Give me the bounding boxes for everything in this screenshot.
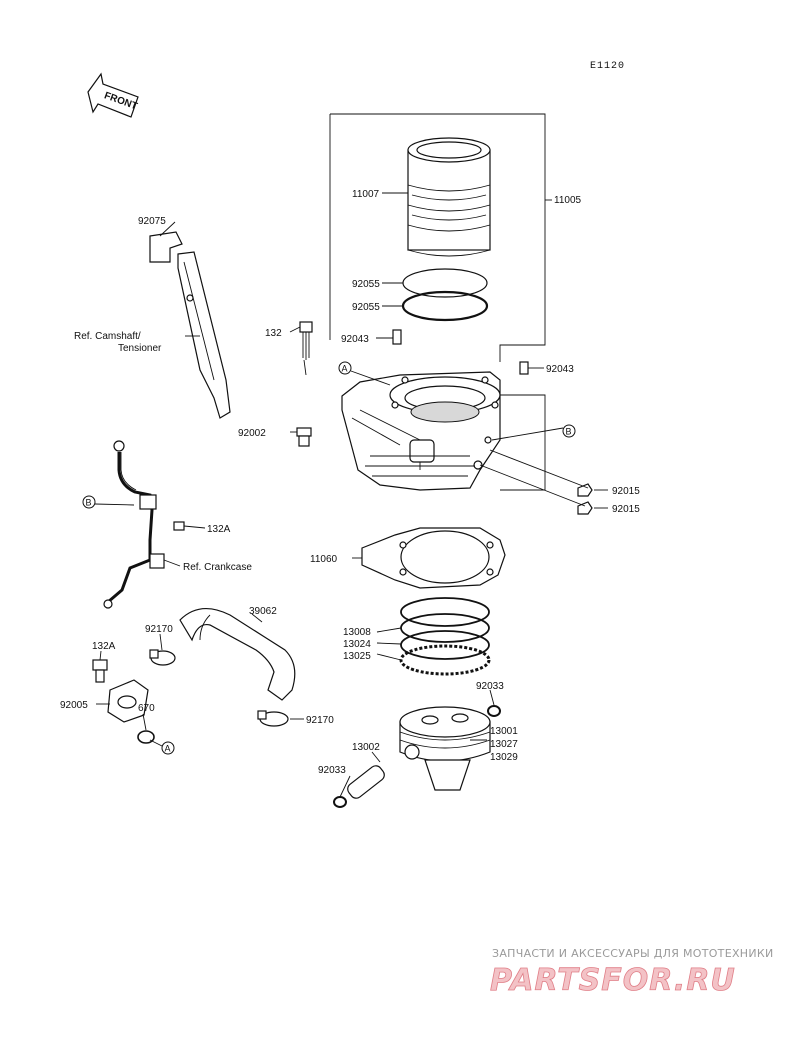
- leader-lines: [96, 192, 608, 798]
- watermark-tagline: ЗАПЧАСТИ И АКСЕССУАРЫ ДЛЯ МОТОТЕХНИКИ: [492, 947, 774, 960]
- dowel-92043-left: [392, 329, 402, 345]
- callout-b-block-label: B: [566, 427, 572, 437]
- dowel-92015-upper: [577, 483, 593, 497]
- cylinder-liner-part: [407, 137, 491, 257]
- o-ring-670-part: [137, 730, 155, 744]
- part-label-92033-lower: 92033: [318, 765, 346, 776]
- part-label-13002: 13002: [352, 742, 380, 753]
- piston-pin-part: [347, 765, 385, 799]
- o-ring-lower: [401, 290, 489, 322]
- watermark-brand: PARTSFOR.RU: [490, 963, 736, 998]
- part-label-13001: 13001: [490, 726, 518, 737]
- part-label-92043-right: 92043: [546, 364, 574, 375]
- front-arrow-icon: FRONT: [87, 72, 139, 118]
- callout-b-pipe-label: B: [86, 498, 92, 508]
- cylinder-block-part: [341, 371, 501, 491]
- bolt-132-part: [299, 321, 313, 360]
- part-label-92005: 92005: [60, 700, 88, 711]
- part-label-13025: 13025: [343, 651, 371, 662]
- hose-clamp-upper: [149, 649, 176, 666]
- callout-a-block-label: A: [342, 364, 348, 374]
- callout-a-oring: A: [149, 739, 175, 755]
- part-label-13027: 13027: [490, 739, 518, 750]
- part-label-92055-upper: 92055: [352, 279, 380, 290]
- part-labels: 11005 11007 92075 92055 92055 132 92043 …: [60, 189, 640, 776]
- part-label-92015-upper: 92015: [612, 486, 640, 497]
- part-label-670: 670: [138, 703, 155, 714]
- part-label-92055-lower: 92055: [352, 302, 380, 313]
- part-label-92170-lower: 92170: [306, 715, 334, 726]
- piston-part: [399, 706, 491, 791]
- bolt-132a-lower-part: [92, 659, 108, 683]
- part-label-11007: 11007: [352, 189, 380, 200]
- part-label-92015-lower: 92015: [612, 504, 640, 515]
- part-label-92075: 92075: [138, 216, 166, 227]
- part-label-92170-upper: 92170: [145, 624, 173, 635]
- part-label-13029: 13029: [490, 752, 518, 763]
- part-label-11060: 11060: [310, 554, 338, 565]
- part-label-132a-upper: 132A: [207, 524, 231, 535]
- piston-rings-part: [399, 597, 491, 676]
- diagram-code: E1120: [590, 61, 625, 72]
- callout-b-block: B: [491, 424, 576, 441]
- hose-clamp-lower: [257, 710, 289, 727]
- part-label-92033-upper: 92033: [476, 681, 504, 692]
- part-label-132a-lower: 132A: [92, 641, 116, 652]
- water-fitting-part: [107, 679, 149, 723]
- ref-camshaft-line1: Ref. Camshaft/: [74, 331, 141, 342]
- circlip-92033-upper: [487, 705, 501, 717]
- part-label-11005: 11005: [554, 195, 582, 206]
- callout-a-oring-label: A: [165, 744, 171, 754]
- callout-b-pipe: B: [82, 495, 135, 509]
- part-label-39062: 39062: [249, 606, 277, 617]
- circlip-92033-lower: [333, 796, 347, 808]
- cylinder-assembly-bracket: [329, 113, 552, 491]
- chain-guide-part: [149, 231, 231, 419]
- part-label-92043-left: 92043: [341, 334, 369, 345]
- cylinder-gasket-part: [361, 527, 506, 589]
- ref-crankcase: Ref. Crankcase: [183, 562, 252, 573]
- part-label-132: 132: [265, 328, 282, 339]
- part-label-13008: 13008: [343, 627, 371, 638]
- part-label-13024: 13024: [343, 639, 371, 650]
- ref-camshaft-line2: Tensioner: [118, 343, 162, 354]
- water-hose-part: [179, 608, 296, 701]
- bolt-92002-part: [296, 427, 312, 447]
- bolt-132a-upper-part: [173, 521, 206, 531]
- oil-pipe-part: [103, 440, 165, 609]
- part-label-92002: 92002: [238, 428, 266, 439]
- callout-a-block: A: [338, 361, 391, 386]
- dowel-92043-right: [519, 361, 529, 375]
